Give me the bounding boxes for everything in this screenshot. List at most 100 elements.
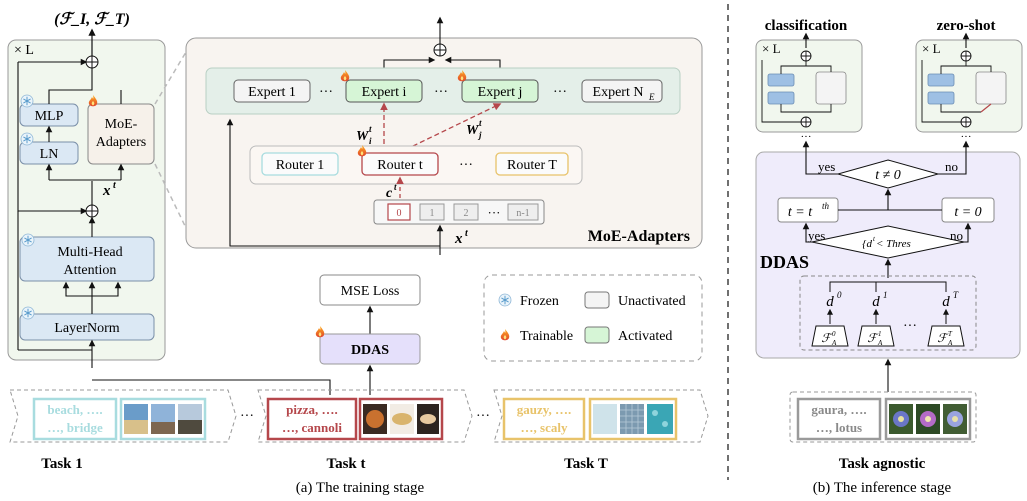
task-T-name: Task T <box>564 456 608 472</box>
svg-text:d: d <box>826 294 834 310</box>
svg-text:LayerNorm: LayerNorm <box>54 321 119 336</box>
svg-text:1: 1 <box>883 290 888 300</box>
svg-text:…, lotus: …, lotus <box>816 420 862 435</box>
moe-adapters-panel: MoE-Adapters Expert 1 ··· Expert i ··· E… <box>185 16 703 255</box>
d-ellipsis: ··· <box>903 319 917 334</box>
ribbon-ellipsis-1: ··· <box>240 409 254 424</box>
task-id-1: 1 <box>419 203 445 221</box>
c-t-sup: t <box>394 182 397 192</box>
moe-panel-title: MoE-Adapters <box>588 228 690 245</box>
yes-label-top: yes <box>818 159 835 174</box>
svg-text:t = 0: t = 0 <box>954 205 981 220</box>
x-t-sup-moe: t <box>465 228 469 239</box>
router-T: Router T <box>495 152 569 176</box>
yes-label-mid: yes <box>808 228 825 243</box>
svg-text:beach, ….: beach, …. <box>47 402 102 417</box>
experts-row <box>205 67 681 115</box>
svg-text:Router t: Router t <box>377 158 423 173</box>
cls-repeat-label: × L <box>762 41 781 56</box>
ddas-inference-panel: t ≠ 0 yes no t = t th t = 0 {d t < Thres… <box>755 140 1021 359</box>
d-0: d 0 ℱ 0 A <box>811 290 849 347</box>
weight-j-sup: t <box>479 118 482 128</box>
output-label: (ℱ_I, ℱ_T) <box>54 11 130 28</box>
caption-training: (a) The training stage <box>296 480 425 496</box>
svg-text:Attention: Attention <box>64 263 117 278</box>
layernorm-box: LayerNorm <box>19 313 155 341</box>
expert-ellipsis-2: ··· <box>434 85 448 100</box>
weight-i-sup: t <box>369 124 372 134</box>
legend: Frozen Unactivated Trainable Activated <box>483 274 703 362</box>
svg-text:MoE-: MoE- <box>105 117 138 132</box>
mse-loss-box: MSE Loss <box>319 274 421 306</box>
x-t-label-encoder: x <box>102 183 111 199</box>
router-ellipsis: ··· <box>459 158 473 173</box>
snowflake-icon <box>21 233 35 247</box>
residual-add-top <box>85 55 99 69</box>
flame-icon <box>315 326 325 338</box>
task-ribbon: ··· ··· beach, …. …, bridge Task 1 pizza… <box>9 389 709 472</box>
snowflake-icon <box>21 306 35 320</box>
svg-text:…, cannoli: …, cannoli <box>282 420 342 435</box>
task-id-0: 0 <box>387 203 411 221</box>
svg-text:LN: LN <box>40 147 59 162</box>
encoder-block: × L (ℱ_I, ℱ_T) MLP LN MoE- Adapters <box>7 11 166 368</box>
task-id-ellipsis: ··· <box>488 205 501 220</box>
no-label-mid: no <box>950 228 963 243</box>
task-1-images <box>119 397 207 441</box>
svg-text:DDAS: DDAS <box>351 343 389 358</box>
snowflake-icon <box>20 132 34 146</box>
svg-text:n-1: n-1 <box>516 208 529 219</box>
snowflake-icon <box>498 293 512 307</box>
svg-text:Expert 1: Expert 1 <box>248 85 296 100</box>
ln-box: LN <box>19 141 79 165</box>
expert-j: Expert j <box>461 79 539 103</box>
multi-head-attention-box: Multi-Head Attention <box>19 236 155 282</box>
task-1-name: Task 1 <box>41 456 83 472</box>
svg-text:MSE Loss: MSE Loss <box>341 284 400 299</box>
residual-add-mid <box>85 204 99 218</box>
svg-text:Expert i: Expert i <box>362 85 407 100</box>
zs-ellipsis: ··· <box>961 131 972 143</box>
moe-sum <box>433 43 447 57</box>
svg-text:ℱ: ℱ <box>867 331 879 345</box>
task-T-labels: gauzy, …. …, scaly <box>502 397 586 441</box>
svg-text:…, scaly: …, scaly <box>521 420 568 435</box>
no-label-top: no <box>945 159 958 174</box>
task-t-name: Task t <box>326 456 365 472</box>
svg-text:1: 1 <box>878 330 882 338</box>
t-eq-tth-box: t = t th <box>777 197 839 223</box>
svg-text:1: 1 <box>430 208 435 219</box>
moe-adapters-box: MoE- Adapters <box>87 103 155 165</box>
task-1-labels: beach, …. …, bridge <box>32 397 118 441</box>
svg-text:Router T: Router T <box>507 158 557 173</box>
task-id-n-1: n-1 <box>507 203 539 221</box>
repeat-label: × L <box>14 43 34 58</box>
svg-text:0: 0 <box>397 208 402 219</box>
svg-text:Multi-Head: Multi-Head <box>57 245 122 260</box>
expert-ellipsis-3: ··· <box>553 85 567 100</box>
svg-text:Expert N: Expert N <box>593 85 644 100</box>
svg-text:A: A <box>947 339 953 347</box>
task-id-2: 2 <box>453 203 479 221</box>
cond-mid-rest: < Thres <box>876 238 911 250</box>
zero-shot-encoder: × L ··· <box>915 32 1023 143</box>
expert-i: Expert i <box>345 79 423 103</box>
legend-trainable: Trainable <box>520 329 573 344</box>
task-agnostic-name: Task agnostic <box>839 456 926 472</box>
weight-j-sub: j <box>477 130 482 140</box>
zero-shot-label: zero-shot <box>937 18 996 34</box>
svg-text:A: A <box>831 339 837 347</box>
cls-ellipsis: ··· <box>801 131 812 143</box>
task-t-labels: pizza, …. …, cannoli <box>266 397 358 441</box>
svg-text:Router 1: Router 1 <box>276 158 325 173</box>
classification-label: classification <box>765 18 848 34</box>
svg-text:Adapters: Adapters <box>96 135 147 150</box>
x-t-sup: t <box>113 180 117 191</box>
svg-text:T: T <box>953 290 959 300</box>
svg-text:MLP: MLP <box>35 109 64 124</box>
expert-n: Expert N E <box>581 79 663 103</box>
router-1: Router 1 <box>261 152 339 176</box>
weight-i-sub: i <box>369 136 372 146</box>
caption-inference: (b) The inference stage <box>813 480 952 496</box>
